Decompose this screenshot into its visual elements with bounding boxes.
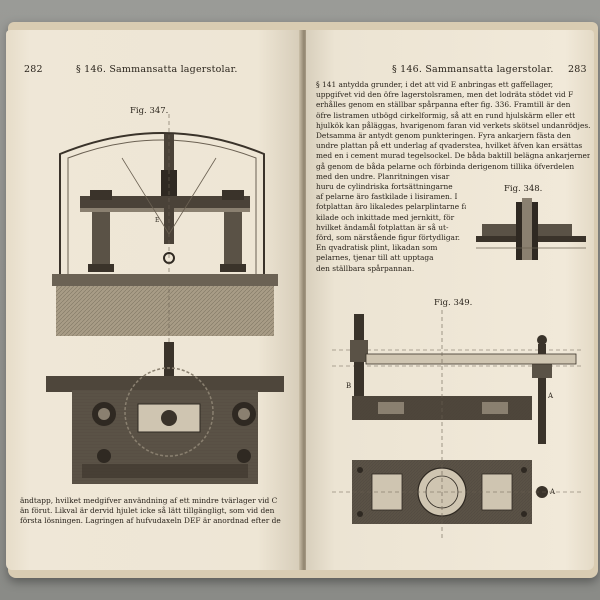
left-body-line: ändtapp, hvilket medgifver användning af… xyxy=(20,496,278,505)
right-body-line: Detsamma är antydt genom punkteringen. F… xyxy=(316,131,571,141)
fig349-letter-b: B xyxy=(346,382,351,390)
right-body-line: hjulkök kan påläggas, hvarigenom faran v… xyxy=(316,120,590,130)
fig348-caption: Fig. 348. xyxy=(504,184,543,194)
fig349-illustration: B A A xyxy=(332,310,582,540)
fig347-letter-e: E xyxy=(155,217,159,224)
right-body-line: med en i cement murad tegelsockel. De bå… xyxy=(316,151,590,161)
right-wrap-text: huru de cylindriska fortsättningarne af … xyxy=(316,182,466,274)
right-wrap-line: pelarnes, tjenar till att upptaga xyxy=(316,253,434,263)
right-wrap-line: hvilket ändamål fotplattan är så ut- xyxy=(316,222,449,232)
right-page: § 146. Sammansatta lagerstolar. 283 § 14… xyxy=(306,30,594,570)
right-wrap-line: huru de cylindriska fortsättningarne xyxy=(316,182,453,191)
fig347-illustration: E xyxy=(46,114,284,484)
fig347-caption: Fig. 347. xyxy=(130,106,169,116)
fig349-letter-a-upper: A xyxy=(547,392,554,400)
left-body-line: första lösningen. Lagringen af hufvudaxe… xyxy=(20,516,281,526)
right-wrap-line: fotplattan äro likaledes pelarplintarne … xyxy=(316,202,466,212)
left-page: 282 § 146. Sammansatta lagerstolar. Fig.… xyxy=(6,30,302,570)
right-body-line: gå genom de båda pelarne och förbinda de… xyxy=(316,161,575,171)
right-page-number: 283 xyxy=(568,64,587,75)
right-wrap-line: den ställbara spårpannan. xyxy=(316,263,415,273)
fig348-illustration xyxy=(476,198,586,260)
fig349-caption: Fig. 349. xyxy=(434,298,473,308)
right-body-line: med den undre. Planritningen visar xyxy=(316,171,450,181)
left-page-number: 282 xyxy=(24,64,43,75)
right-body-line: uppgifvet vid den öfre lagerstolsramen, … xyxy=(316,90,574,100)
right-body-line: § 141 antydda grunder, i det att vid E a… xyxy=(316,80,554,89)
right-wrap-line: förd, som närstående figur förtydligar. xyxy=(316,233,461,243)
left-running-head: § 146. Sammansatta lagerstolar. xyxy=(76,64,238,75)
right-body-line: erhålles genom en ställbar spårpanna eft… xyxy=(316,100,571,110)
right-wrap-line: En qvadratisk plint, likadan som xyxy=(316,243,438,253)
book-gutter xyxy=(299,30,309,570)
left-body-line: än förut. Likval är dervid hjulet icke s… xyxy=(20,506,275,516)
right-running-head: § 146. Sammansatta lagerstolar. xyxy=(392,64,554,75)
right-body-line: undre plattan på ett underlag af qvaders… xyxy=(316,141,583,151)
right-wrap-line: af pelarne äro fastkilade i lisiramen. I xyxy=(316,192,458,202)
right-wrap-line: kilade och inkittade med jernkitt, för xyxy=(316,212,455,222)
left-body-text: ändtapp, hvilket medgifver användning af… xyxy=(20,496,296,527)
right-body-line: öfre listramen utbögd cirkelformig, så a… xyxy=(316,110,576,120)
right-body-text: § 141 antydda grunder, i det att vid E a… xyxy=(316,80,590,182)
